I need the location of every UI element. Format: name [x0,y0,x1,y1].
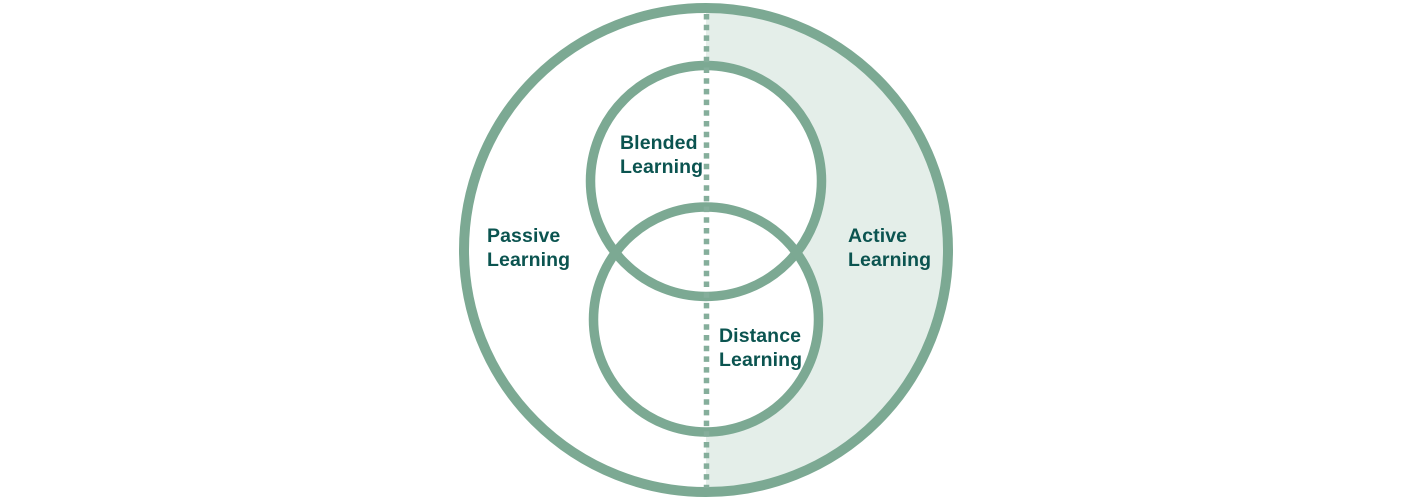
distance-circle-fill [589,202,823,437]
active-learning-label: Active Learning [848,225,932,271]
outer-circle-outline [459,3,953,497]
distance-learning-label: Distance Learning [719,325,803,371]
passive-learning-label: Passive Learning [487,225,571,271]
blended-learning-label: Blended Learning [620,132,704,178]
